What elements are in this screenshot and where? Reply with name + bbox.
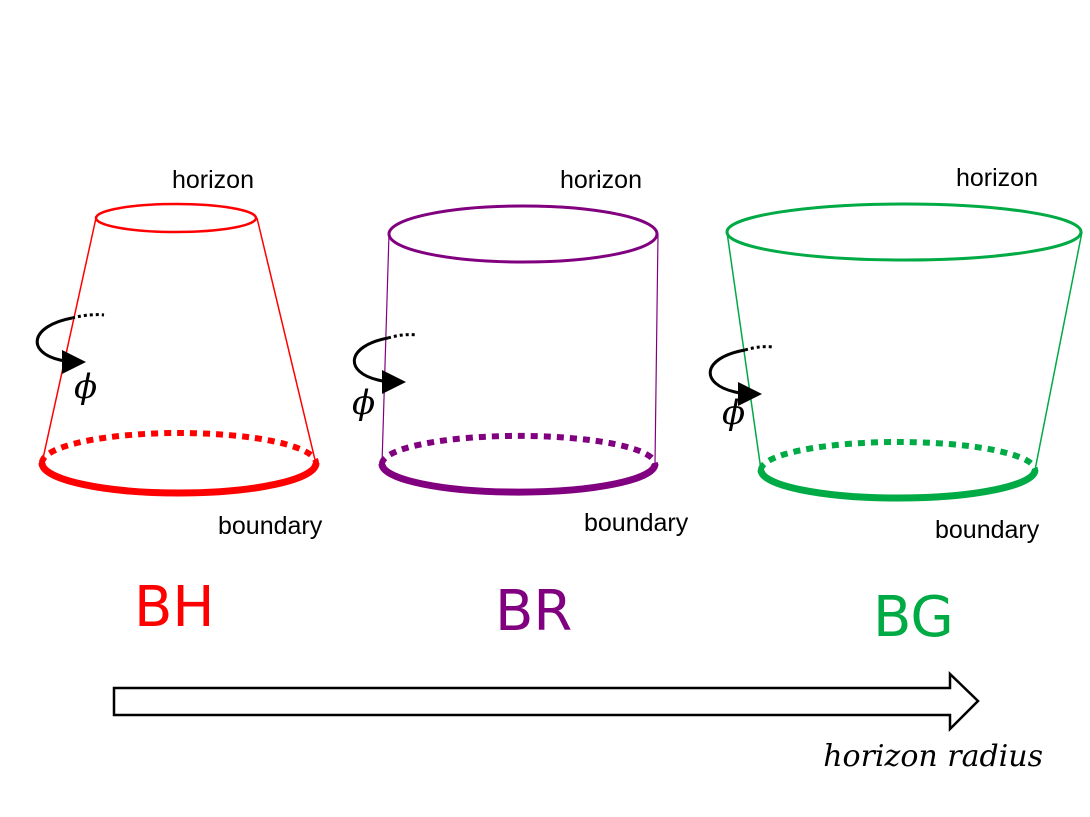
br-horizon-ring [387, 204, 659, 264]
br-boundary-back [379, 432, 658, 465]
bh-horizon-label: horizon [172, 166, 254, 194]
bh-right-side [256, 217, 317, 465]
br-right-side [654, 233, 659, 465]
br-boundary-front [378, 463, 659, 496]
br-name: BR [495, 579, 572, 644]
bh-diagram: ϕ horizon boundary BH [35, 166, 323, 640]
bh-rotation-arrow [35, 313, 105, 374]
br-left-side [381, 233, 390, 465]
bh-horizon-ring [94, 202, 258, 234]
bh-left-side [41, 217, 97, 464]
axis-label: horizon radius [823, 739, 1043, 774]
bg-boundary-front [757, 469, 1039, 502]
bg-name: BG [873, 585, 954, 650]
bg-diagram: ϕ horizon boundary BG [708, 164, 1083, 650]
bg-horizon-label: horizon [956, 164, 1038, 192]
bg-horizon-ring [725, 202, 1083, 262]
bg-right-side [1034, 231, 1083, 471]
axis-arrow [112, 671, 980, 733]
bh-boundary-back [39, 430, 319, 464]
bh-boundary-front [38, 462, 320, 497]
bh-phi-label: ϕ [74, 367, 97, 407]
bh-name: BH [134, 575, 215, 640]
br-horizon-label: horizon [560, 166, 642, 194]
br-diagram: ϕ horizon boundary BR [352, 166, 689, 644]
horizon-radius-axis: horizon radius [112, 671, 1043, 774]
br-boundary-label: boundary [584, 509, 689, 537]
bg-boundary-label: boundary [935, 516, 1040, 544]
bg-boundary-back [758, 439, 1038, 471]
br-rotation-arrow [352, 333, 418, 394]
bh-boundary-label: boundary [218, 512, 323, 540]
bg-rotation-arrow [708, 345, 774, 406]
br-phi-label: ϕ [352, 383, 375, 423]
bg-phi-label: ϕ [722, 393, 745, 433]
